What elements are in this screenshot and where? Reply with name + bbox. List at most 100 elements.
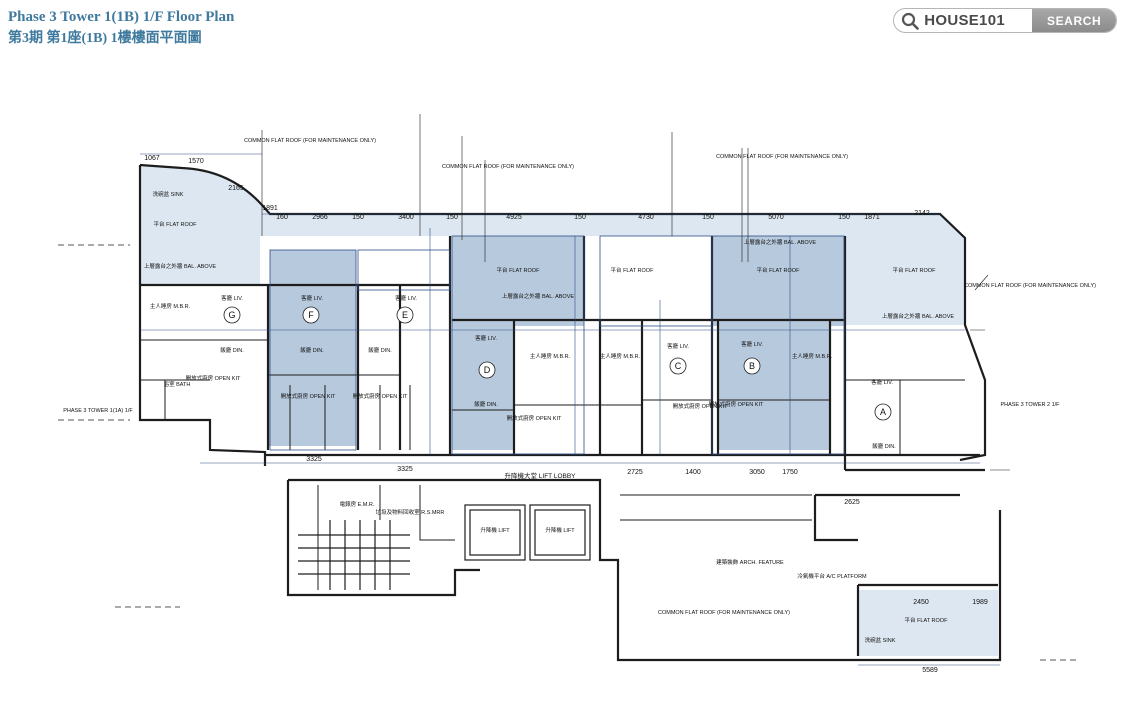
dim-label: 2142: [914, 210, 930, 217]
note-leaders: [261, 114, 1010, 471]
flat-roof-label: 平台 FLAT ROOF: [611, 266, 655, 274]
common-flat-roof-label: COMMON FLAT ROOF (FOR MAINTENANCE ONLY): [716, 154, 848, 160]
dining-room-label: 飯廳 DIN.: [872, 442, 896, 450]
dim-label: 4730: [638, 214, 654, 221]
unit-marker-b: [743, 357, 761, 375]
living-room-label: 客廳 LIV.: [475, 334, 497, 342]
match-lines: [58, 244, 1080, 661]
unit-marker-e: [396, 306, 414, 324]
dim-label: 150: [702, 214, 714, 221]
living-room-label: 客廳 LIV.: [667, 342, 689, 350]
flat-roof-label: 平台 FLAT ROOF: [154, 220, 198, 228]
open-kitchen-label: 開放式廚房 OPEN KIT: [186, 374, 241, 382]
unit-label-g: G: [228, 310, 235, 320]
page-header: Phase 3 Tower 1(1B) 1/F Floor Plan 第3期 第…: [8, 8, 234, 48]
room-labels: 平台 FLAT ROOF 洗碗盆 SINK 上層露台之外牆 BAL. ABOVE…: [63, 138, 1096, 644]
unit-label-d: D: [484, 365, 491, 375]
dim-label: 160: [276, 214, 288, 221]
page-title-chinese: 第3期 第1座(1B) 1樓樓面平面圖: [8, 31, 202, 46]
dim-label: 150: [838, 214, 850, 221]
dim-label: 1871: [864, 214, 880, 221]
bathroom-label: 浴室 BATH: [164, 380, 191, 388]
dining-room-label: 飯廳 DIN.: [368, 346, 392, 354]
flat-roof-label: 平台 FLAT ROOF: [893, 266, 937, 274]
dim-label: 1891: [262, 205, 278, 212]
living-room-label: 客廳 LIV.: [221, 294, 243, 302]
open-kitchen-label: 開放式廚房 OPEN KIT: [709, 400, 764, 408]
dim-label: 1400: [685, 469, 701, 476]
electric-meter-room-label: 電錶房 E.M.R.: [340, 500, 375, 508]
master-bedroom-label: 主人睡房 M.B.R.: [792, 352, 833, 360]
open-kitchen-label: 開放式廚房 OPEN KIT: [353, 392, 408, 400]
dining-room-label: 飯廳 DIN.: [220, 346, 244, 354]
master-bedroom-label: 主人睡房 M.B.R.: [150, 302, 191, 310]
dim-label: 5070: [768, 214, 784, 221]
dim-label: 2966: [312, 214, 328, 221]
search-button[interactable]: SEARCH: [1032, 9, 1116, 32]
unit-markers: [223, 306, 892, 421]
dim-label: 150: [352, 214, 364, 221]
dining-room-label: 飯廳 DIN.: [300, 346, 324, 354]
balcony-above-label: 上層露台之外牆 BAL. ABOVE: [502, 292, 574, 300]
dim-label: 2725: [627, 469, 643, 476]
open-kitchen-label: 開放式廚房 OPEN KIT: [673, 402, 728, 410]
dim-label: 1067: [144, 155, 160, 162]
dim-label: 150: [574, 214, 586, 221]
sink-label: 洗碗盆 SINK: [153, 190, 184, 198]
dim-label: 2165: [228, 185, 244, 192]
common-flat-roof-label: COMMON FLAT ROOF (FOR MAINTENANCE ONLY): [244, 138, 376, 144]
master-bedroom-label: 主人睡房 M.B.R.: [530, 352, 571, 360]
search-input[interactable]: [922, 10, 1033, 31]
unit-label-c: C: [675, 361, 682, 371]
dim-label: 1750: [782, 469, 798, 476]
dim-label: 150: [446, 214, 458, 221]
unit-marker-d: [478, 361, 496, 379]
common-flat-roof-label: COMMON FLAT ROOF (FOR MAINTENANCE ONLY): [658, 610, 790, 616]
flat-roof-label: 平台 FLAT ROOF: [497, 266, 541, 274]
arch-feature-label: 建築裝飾 ARCH. FEATURE: [716, 558, 784, 566]
flat-roof-areas: [140, 165, 998, 656]
lift-label: 升降機 LIFT: [545, 526, 575, 534]
top-dimension-labels: 1067 1570 2165 1891 160 2966 150 3400 15…: [144, 155, 930, 221]
dim-label: 3325: [397, 466, 413, 473]
page-title-english: Phase 3 Tower 1(1B) 1/F Floor Plan: [8, 9, 235, 25]
unit-marker-g: [223, 306, 241, 324]
ac-platform-label: 冷氣機平台 A/C PLATFORM: [797, 572, 867, 580]
dim-label: 3400: [398, 214, 414, 221]
open-kitchen-label: 開放式廚房 OPEN KIT: [507, 414, 562, 422]
balcony-above-label: 上層露台之外牆 BAL. ABOVE: [882, 312, 954, 320]
dim-label: 3050: [749, 469, 765, 476]
dim-label: 2450: [913, 599, 929, 606]
flat-roof-label: 平台 FLAT ROOF: [905, 616, 949, 624]
flat-roof-label: 平台 FLAT ROOF: [757, 266, 801, 274]
tower-2-label: PHASE 3 TOWER 2 1/F: [1000, 402, 1060, 408]
master-bedroom-label: 主人睡房 M.B.R.: [600, 352, 641, 360]
unit-label-b: B: [749, 361, 755, 371]
living-room-label: 客廳 LIV.: [301, 294, 323, 302]
unit-label-e: E: [402, 310, 408, 320]
search-bar: SEARCH: [893, 8, 1117, 33]
open-kitchen-label: 開放式廚房 OPEN KIT: [281, 392, 336, 400]
unit-label-f: F: [308, 310, 314, 320]
balcony-above-label: 上層露台之外牆 BAL. ABOVE: [744, 238, 816, 246]
unit-marker-a: [874, 403, 892, 421]
living-room-label: 客廳 LIV.: [871, 378, 893, 386]
balcony-above-label: 上層露台之外牆 BAL. ABOVE: [144, 262, 216, 270]
living-room-label: 客廳 LIV.: [741, 340, 763, 348]
unit-label-a: A: [880, 407, 886, 417]
search-icon[interactable]: [897, 9, 922, 32]
dim-label: 4925: [506, 214, 522, 221]
bottom-dimension-labels: 3325 3325 2725 1400 3050 1750 2625 2450 …: [306, 456, 988, 674]
dim-label: 2625: [844, 499, 860, 506]
dim-label: 1989: [972, 599, 988, 606]
dim-label: 5589: [922, 667, 938, 674]
tower-1a-label: PHASE 3 TOWER 1(1A) 1/F: [63, 408, 133, 414]
common-flat-roof-label: COMMON FLAT ROOF (FOR MAINTENANCE ONLY): [442, 164, 574, 170]
lift-label: 升降機 LIFT: [480, 526, 510, 534]
interior-partitions: [140, 339, 965, 590]
dim-label: 1570: [188, 158, 204, 165]
dining-room-label: 飯廳 DIN.: [474, 400, 498, 408]
refuse-room-label: 垃圾及物料回收室 R.S.MRR: [376, 508, 445, 516]
unit-marker-c: [669, 357, 687, 375]
